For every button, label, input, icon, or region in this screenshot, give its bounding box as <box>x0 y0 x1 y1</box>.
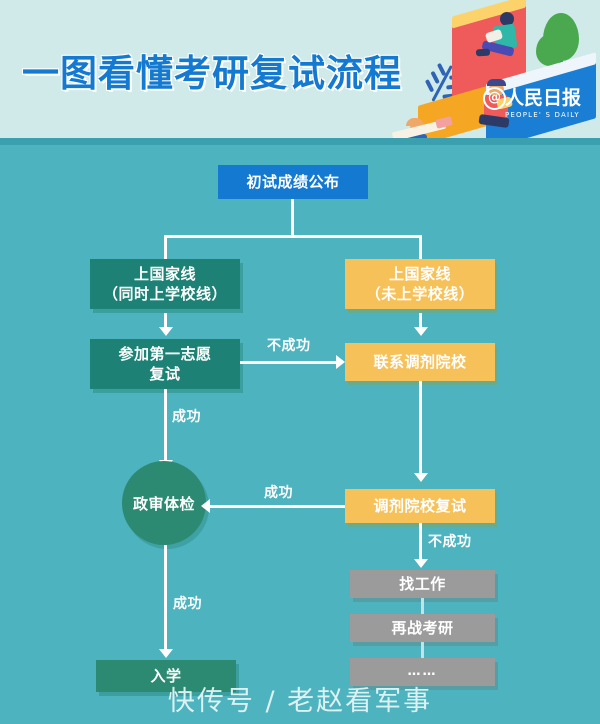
node-political-review-physical: 政审体检 <box>122 461 206 545</box>
edge-label-unsuccessful: 不成功 <box>428 534 472 550</box>
node-label: 调剂院校复试 <box>373 497 467 515</box>
connector-line <box>210 505 345 508</box>
connector-line <box>421 642 424 658</box>
connector-line <box>240 361 337 364</box>
arrow-down-icon <box>159 327 173 336</box>
page-title: 一图看懂考研复试流程 <box>22 52 402 95</box>
connector-line <box>291 199 294 237</box>
node-label: 再战考研 <box>391 619 454 637</box>
node-contact-transfer-school: 联系调剂院校 <box>345 343 495 381</box>
node-first-exam-results: 初试成绩公布 <box>218 165 368 199</box>
connector-line <box>164 313 167 329</box>
node-label-line2: （同时上学校线） <box>102 285 227 303</box>
edge-label-successful: 成功 <box>264 485 293 501</box>
node-label: 初试成绩公布 <box>246 173 340 191</box>
header-banner: 一图看懂考研复试流程 @ 人民日报 PEOPLE' S DAILY <box>0 0 600 145</box>
connector-line <box>419 313 422 329</box>
connector-line <box>164 235 167 259</box>
connector-line <box>421 598 424 614</box>
node-label-line1: 上国家线 <box>133 265 196 283</box>
edge-label-successful: 成功 <box>172 409 201 425</box>
node-enrollment: 入学 <box>96 660 236 692</box>
node-label: 找工作 <box>399 575 446 593</box>
edge-label-successful: 成功 <box>173 596 202 612</box>
arrow-down-icon <box>414 473 428 482</box>
arrow-down-icon <box>414 559 428 568</box>
node-above-national-line-no-school: 上国家线 （未上学校线） <box>345 259 495 309</box>
node-label-line2: （未上学校线） <box>365 285 475 303</box>
node-label: …… <box>407 664 438 679</box>
arrow-down-icon <box>414 327 428 336</box>
node-find-job: 找工作 <box>350 570 495 598</box>
header-divider <box>0 138 600 145</box>
connector-line <box>419 381 422 475</box>
node-label: 联系调剂院校 <box>373 353 467 371</box>
at-symbol-icon: @ <box>483 87 506 110</box>
connector-line <box>164 389 167 463</box>
brand-name: 人民日报 <box>505 87 582 109</box>
arrow-right-icon <box>336 355 345 369</box>
arrow-left-icon <box>201 499 210 513</box>
brand-subtitle: PEOPLE' S DAILY <box>505 111 580 119</box>
node-ellipsis: …… <box>350 658 495 686</box>
node-transfer-school-reexam: 调剂院校复试 <box>345 489 495 523</box>
connector-line <box>419 235 422 259</box>
node-above-national-line-with-school: 上国家线 （同时上学校线） <box>90 259 240 309</box>
node-label: 入学 <box>150 667 182 685</box>
node-label-line1: 参加第一志愿 <box>118 345 212 363</box>
peoples-daily-logo: @ 人民日报 PEOPLE' S DAILY <box>483 87 595 120</box>
watermark-text: 快传号 / 老赵看军事 <box>167 686 433 717</box>
connector-line <box>164 235 422 238</box>
node-label-line2: 复试 <box>149 365 181 383</box>
connector-line <box>164 545 167 652</box>
node-first-choice-reexam: 参加第一志愿 复试 <box>90 339 240 389</box>
connector-line <box>419 523 422 561</box>
node-label-line1: 上国家线 <box>388 265 451 283</box>
arrow-down-icon <box>159 649 173 658</box>
node-retry-exam: 再战考研 <box>350 614 495 642</box>
tree-icon <box>536 34 564 66</box>
node-label: 政审体检 <box>132 494 195 513</box>
edge-label-unsuccessful: 不成功 <box>267 338 311 354</box>
